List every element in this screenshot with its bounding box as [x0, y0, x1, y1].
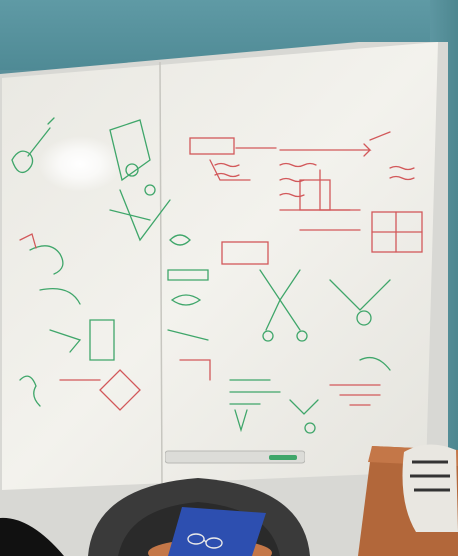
marker-tray	[165, 450, 305, 464]
blue-notebook-with-glasses	[148, 507, 272, 556]
person-shoulder	[0, 517, 64, 556]
patterned-bag	[402, 444, 458, 532]
